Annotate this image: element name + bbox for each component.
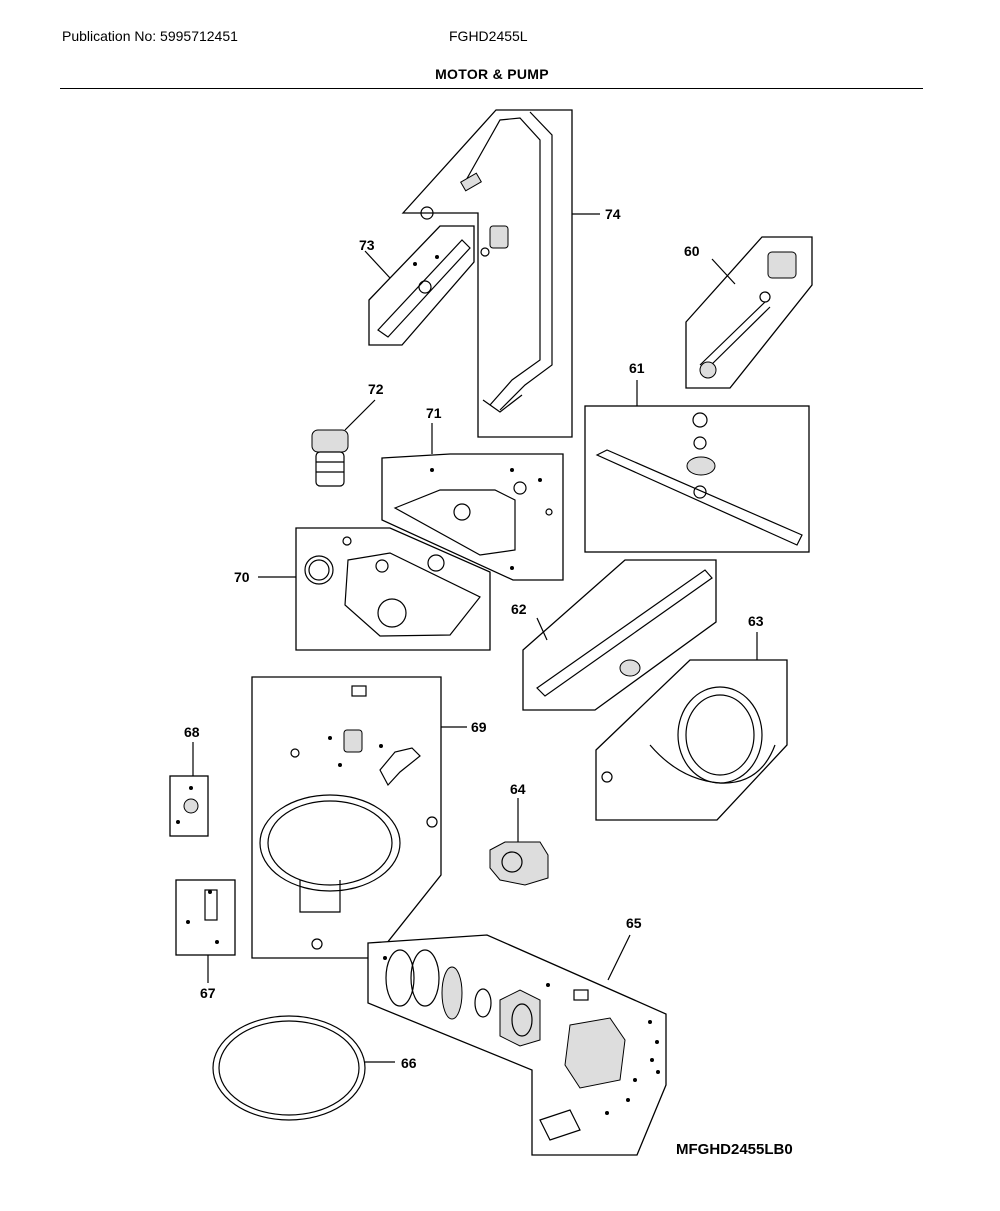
callout-64: 64 xyxy=(510,781,526,797)
callout-69: 69 xyxy=(471,719,487,735)
callout-66: 66 xyxy=(401,1055,417,1071)
part-61-lower-spray-arm[interactable] xyxy=(584,380,810,553)
part-63-drain-hose[interactable] xyxy=(595,632,788,821)
callout-60: 60 xyxy=(684,243,700,259)
part-68-bracket[interactable] xyxy=(169,742,209,837)
callout-70: 70 xyxy=(234,569,250,585)
part-66-gasket-ring[interactable] xyxy=(212,1015,395,1121)
part-73-upper-spray-arm[interactable] xyxy=(364,225,475,346)
header-rule xyxy=(60,88,923,89)
part-60-spray-tube[interactable] xyxy=(685,236,813,389)
callout-67: 67 xyxy=(200,985,216,1001)
part-64-circulation-pump[interactable] xyxy=(489,798,549,886)
callout-63: 63 xyxy=(748,613,764,629)
callout-71: 71 xyxy=(426,405,442,421)
part-74-supply-tube[interactable] xyxy=(401,109,600,438)
callout-68: 68 xyxy=(184,724,200,740)
callout-65: 65 xyxy=(626,915,642,931)
callout-72: 72 xyxy=(368,381,384,397)
callout-62: 62 xyxy=(511,601,527,617)
part-67-bracket[interactable] xyxy=(175,879,236,983)
model-number: FGHD2455L xyxy=(449,28,528,44)
publication-number: Publication No: 5995712451 xyxy=(62,28,238,44)
part-65-motor-assembly[interactable] xyxy=(367,934,667,1156)
callout-61: 61 xyxy=(629,360,645,376)
part-69-sump-assembly[interactable] xyxy=(251,676,467,959)
callout-74: 74 xyxy=(605,206,621,222)
part-70-sump-gasket[interactable] xyxy=(258,527,491,651)
part-62-middle-spray-arm[interactable] xyxy=(522,559,717,711)
part-72-filter[interactable] xyxy=(311,399,376,487)
part-71-manifold[interactable] xyxy=(381,423,564,581)
diagram-code: MFGHD2455LB0 xyxy=(676,1141,793,1158)
section-title: MOTOR & PUMP xyxy=(435,66,549,82)
callout-73: 73 xyxy=(359,237,375,253)
